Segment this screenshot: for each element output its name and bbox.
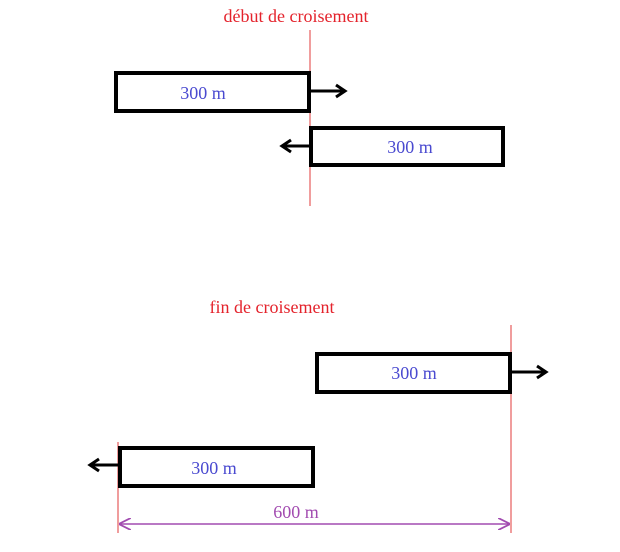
train-b-end: 300 m	[87, 446, 315, 488]
train-b-end-box	[118, 446, 315, 488]
train-b-start: 300 m	[279, 126, 505, 167]
arrow-right-icon	[512, 364, 549, 380]
train-a-start-box	[114, 71, 311, 113]
train-a-start-length-label: 300 m	[180, 83, 226, 103]
train-b-end-length-label: 300 m	[191, 458, 237, 478]
arrow-right-icon	[311, 83, 348, 99]
crossing-end-section: fin de croisement 300 m 300 m 600 m	[87, 297, 549, 533]
train-a-end: 300 m	[315, 352, 549, 394]
train-b-start-length-label: 300 m	[387, 137, 433, 157]
train-a-end-box	[315, 352, 512, 394]
crossing-start-title: début de croisement	[224, 6, 369, 26]
distance-dimension: 600 m	[120, 502, 509, 524]
train-b-start-box	[309, 126, 505, 167]
arrow-left-icon	[87, 457, 118, 473]
crossing-end-title: fin de croisement	[210, 297, 335, 317]
train-a-start: 300 m	[114, 71, 348, 113]
train-a-end-length-label: 300 m	[391, 363, 437, 383]
crossing-start-section: début de croisement 300 m 300 m	[114, 6, 505, 206]
distance-label: 600 m	[273, 502, 319, 522]
arrow-left-icon	[279, 138, 309, 154]
